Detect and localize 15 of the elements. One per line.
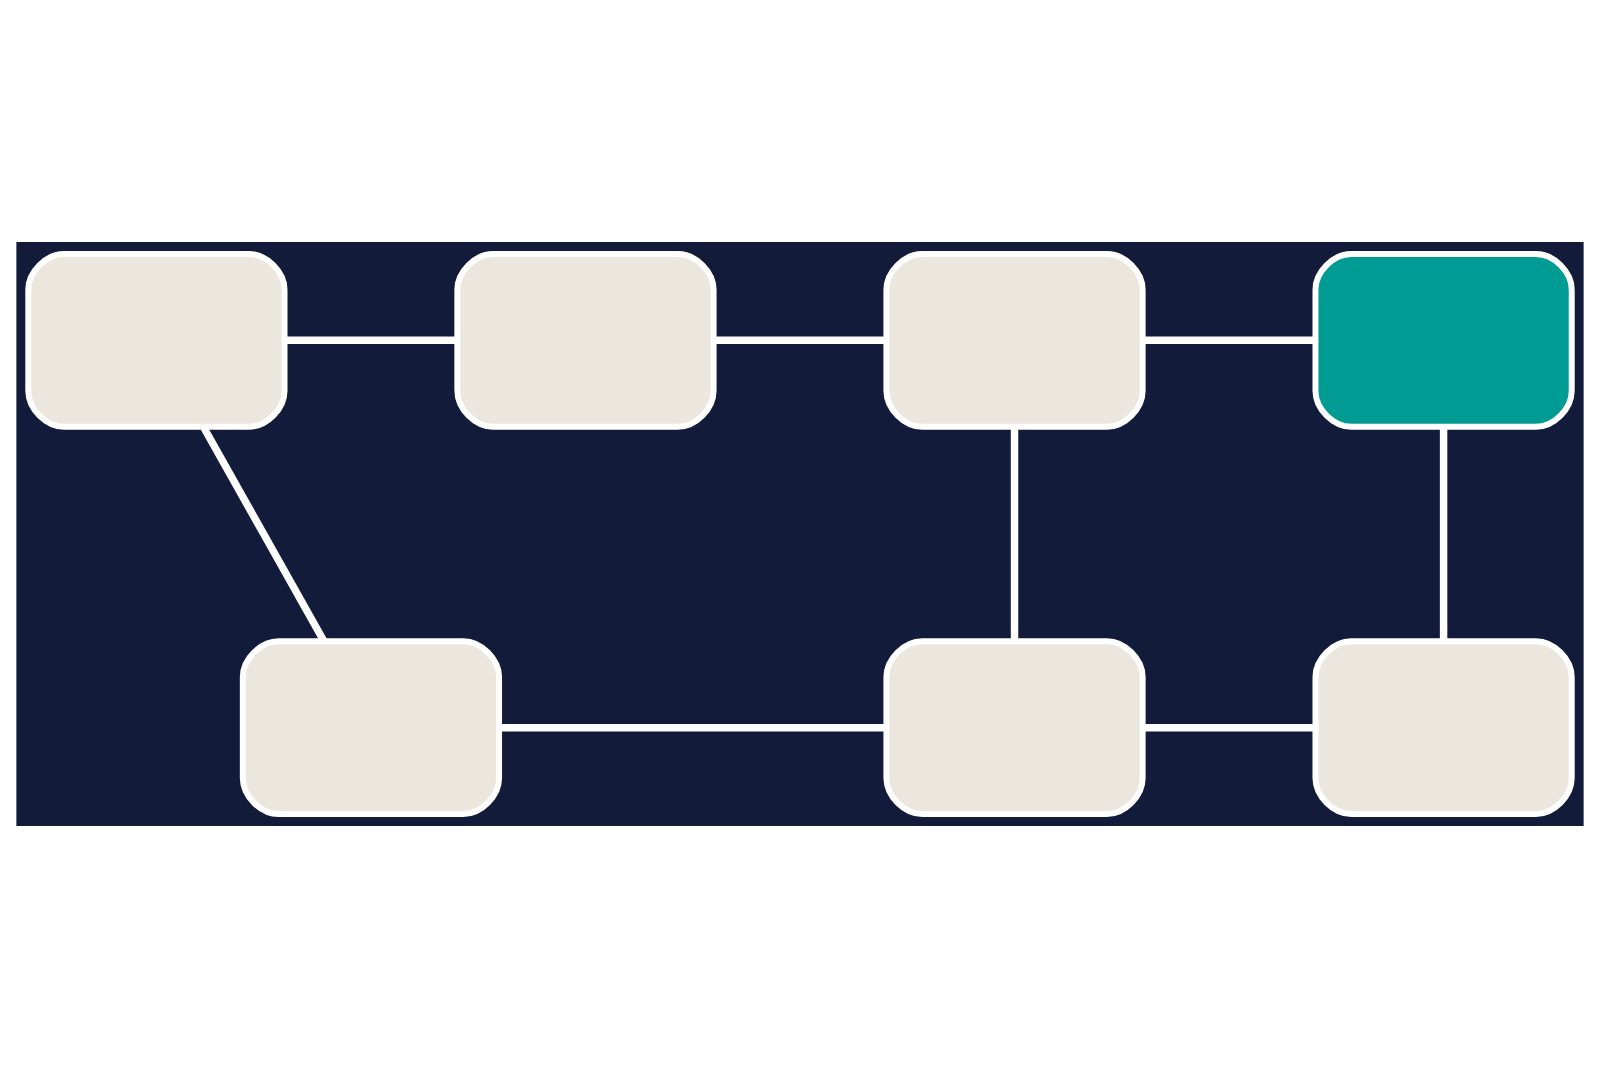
node-box: [239, 637, 503, 817]
connector: [284, 335, 457, 344]
node-box: [1312, 249, 1575, 429]
node-box: [25, 249, 288, 429]
node-box: [454, 249, 717, 429]
node-box: [883, 249, 1146, 429]
node-box: [1312, 637, 1575, 817]
connector: [1142, 335, 1315, 344]
connector: [1142, 722, 1315, 731]
connector: [1439, 426, 1448, 641]
node-box: [883, 637, 1146, 817]
connector: [713, 335, 886, 344]
connector: [200, 424, 328, 643]
connector: [1010, 426, 1019, 641]
connector: [499, 722, 886, 731]
